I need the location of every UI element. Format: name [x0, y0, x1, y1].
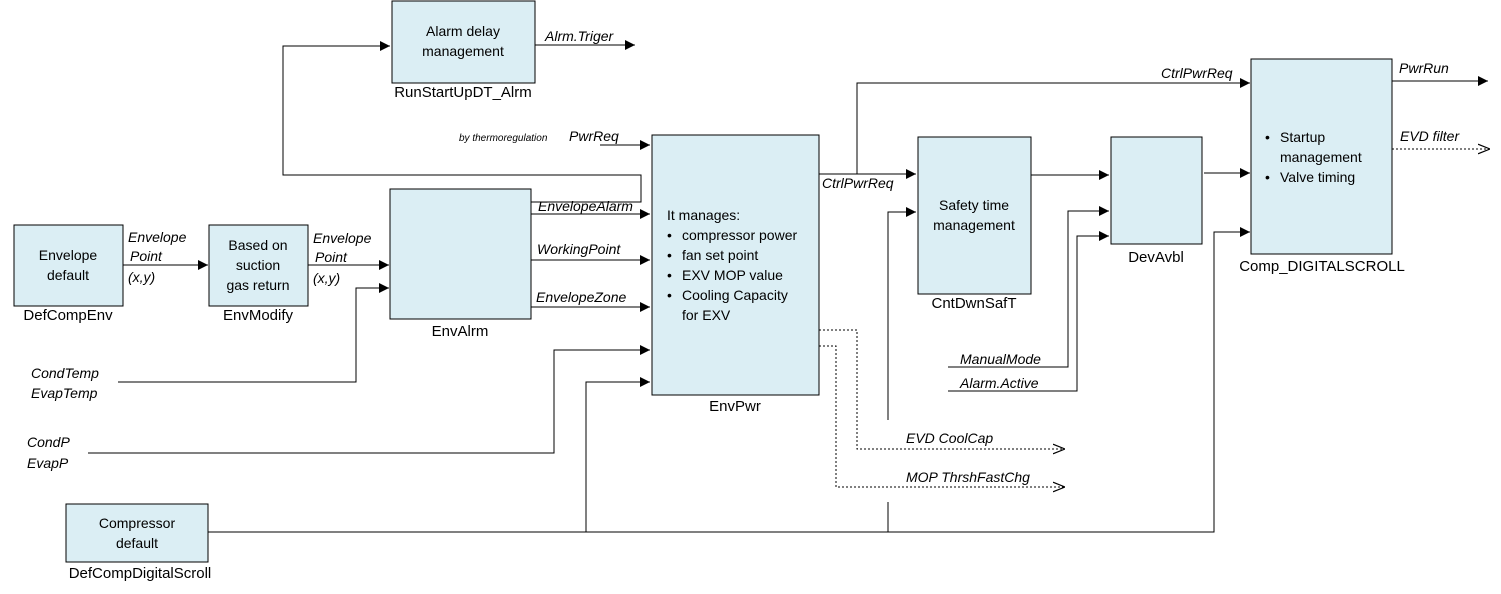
label-working-point: WorkingPoint: [537, 241, 621, 257]
svg-text:Point: Point: [130, 248, 163, 264]
svg-text:•: •: [667, 267, 672, 283]
label-mop-thrsh: MOP ThrshFastChg: [906, 469, 1030, 485]
svg-text:(x,y): (x,y): [128, 269, 155, 285]
label-cond-p: CondP: [27, 434, 70, 450]
svg-text:Compressor: Compressor: [99, 515, 176, 531]
block-name-env-modify: EnvModify: [223, 307, 294, 324]
svg-text:for EXV: for EXV: [682, 307, 731, 323]
label-ctrl-pwr-req-top: CtrlPwrReq: [1161, 65, 1233, 81]
block-name-comp-digitalscroll: Comp_DIGITALSCROLL: [1239, 258, 1405, 275]
label-evd-filter: EVD filter: [1400, 128, 1460, 144]
block-name-env-pwr: EnvPwr: [709, 398, 761, 415]
svg-text:fan set point: fan set point: [682, 247, 758, 263]
svg-text:Point: Point: [315, 249, 348, 265]
svg-text:EXV MOP value: EXV MOP value: [682, 267, 783, 283]
svg-text:It manages:: It manages:: [667, 207, 740, 223]
svg-text:Envelope: Envelope: [39, 247, 98, 263]
block-name-dev-avbl: DevAvbl: [1128, 249, 1184, 266]
block-name-compressor-default: DefCompDigitalScroll: [69, 565, 212, 582]
block-name-envelope-default: DefCompEnv: [23, 307, 113, 324]
block-safety-time: Safety time management CntDwnSafT: [917, 136, 1032, 312]
svg-text:•: •: [667, 287, 672, 303]
label-ctrl-pwr-req-mid: CtrlPwrReq: [822, 175, 894, 191]
block-alarm-delay: Alarm delay management RunStartUpDT_Alrm: [391, 0, 536, 101]
label-alarm-active: Alarm.Active: [959, 375, 1039, 391]
label-cond-temp: CondTemp: [31, 365, 99, 381]
label-evap-p: EvapP: [27, 455, 69, 471]
label-evd-coolcap: EVD CoolCap: [906, 430, 993, 446]
block-env-alrm: EnvAlrm: [389, 188, 532, 340]
dashed-connections: [819, 149, 1490, 487]
svg-text:management: management: [422, 43, 504, 59]
svg-text:Alarm delay: Alarm delay: [426, 23, 500, 39]
label-evap-temp: EvapTemp: [31, 385, 98, 401]
svg-text:•: •: [667, 247, 672, 263]
svg-text:gas return: gas return: [226, 277, 289, 293]
block-name-env-alrm: EnvAlrm: [432, 323, 489, 340]
svg-text:management: management: [933, 217, 1015, 233]
svg-text:•: •: [1265, 129, 1270, 145]
svg-text:Based on: Based on: [228, 237, 287, 253]
label-manual-mode: ManualMode: [960, 351, 1041, 367]
svg-text:Cooling Capacity: Cooling Capacity: [682, 287, 788, 303]
svg-text:default: default: [116, 535, 158, 551]
block-env-modify: Based on suction gas return EnvModify: [208, 224, 309, 324]
block-envelope-default: Envelope default DefCompEnv: [13, 224, 124, 324]
label-by-thermoregulation: by thermoregulation: [459, 133, 548, 144]
svg-text:Safety time: Safety time: [939, 197, 1009, 213]
svg-text:management: management: [1280, 149, 1362, 165]
label-envelope-alarm: EnvelopeAlarm: [538, 198, 633, 214]
svg-text:suction: suction: [236, 257, 280, 273]
svg-text:Valve timing: Valve timing: [1280, 169, 1355, 185]
signal-labels: Alrm.Triger by thermoregulation PwrReq E…: [27, 28, 1460, 485]
svg-text:•: •: [667, 227, 672, 243]
svg-text:Startup: Startup: [1280, 129, 1325, 145]
label-pwr-req: PwrReq: [569, 128, 619, 144]
block-compressor-default: Compressor default DefCompDigitalScroll: [65, 503, 212, 582]
label-envelope-zone: EnvelopeZone: [536, 289, 627, 305]
svg-text:•: •: [1265, 169, 1270, 185]
label-pwr-run: PwrRun: [1399, 60, 1449, 76]
connections: [88, 40, 1488, 533]
label-envelope-point-1: Envelope: [128, 229, 187, 245]
svg-text:default: default: [47, 267, 89, 283]
block-env-pwr: It manages: • compressor power • fan set…: [651, 134, 820, 415]
block-name-alarm-delay: RunStartUpDT_Alrm: [394, 84, 532, 101]
block-dev-avbl: DevAvbl: [1110, 136, 1203, 266]
block-name-safety-time: CntDwnSafT: [931, 295, 1016, 312]
block-comp-digitalscroll: • Startup management • Valve timing Comp…: [1239, 58, 1405, 275]
label-alrm-triger: Alrm.Triger: [544, 28, 615, 44]
svg-text:compressor power: compressor power: [682, 227, 797, 243]
svg-text:(x,y): (x,y): [313, 270, 340, 286]
label-envelope-point-2: Envelope: [313, 230, 372, 246]
